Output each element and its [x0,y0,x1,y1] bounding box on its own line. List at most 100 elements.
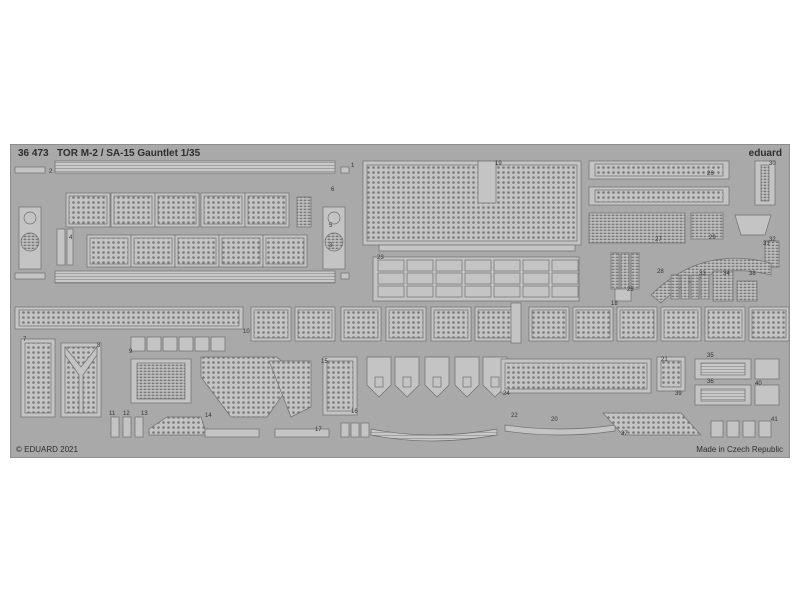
etched-part [14,272,46,280]
etched-part [157,195,197,225]
etched-part [670,274,680,300]
part-number-7: 7 [23,337,27,343]
etched-part [326,360,354,412]
part-number-16: 16 [351,409,358,415]
part-number-40: 40 [755,381,762,387]
etched-part [610,252,620,290]
etched-part [630,252,640,290]
kit-title: TOR M-2 / SA-15 Gauntlet 1/35 [57,148,201,159]
etched-part [754,384,780,406]
etched-part [619,309,655,339]
part-number-11: 11 [109,411,116,417]
etched-part [366,164,578,242]
etched-part [462,376,472,388]
part-number-25: 25 [627,287,634,293]
etched-part [594,189,724,203]
part-number-29: 29 [709,235,716,241]
part-number-18: 18 [611,301,618,307]
part-number-32: 32 [769,237,776,243]
etched-part [477,160,497,204]
etched-part [435,285,463,298]
etched-part [754,358,780,380]
part-number-38: 38 [749,271,756,277]
etched-part [551,259,579,272]
etched-part [268,360,312,418]
etched-part [274,428,330,438]
etched-part [493,259,521,272]
etched-part [406,259,434,272]
part-number-5: 5 [329,223,333,229]
etched-part [435,259,463,272]
part-number-20: 20 [551,417,558,423]
etched-part [377,272,405,285]
etched-part [247,195,287,225]
etched-part [133,237,173,265]
etched-part [54,270,336,284]
etched-part [178,336,194,352]
etched-part [734,214,772,236]
etched-part [406,285,434,298]
part-number-37: 37 [621,431,628,437]
etched-part [531,309,567,339]
etched-part [464,272,492,285]
part-number-21: 21 [661,357,668,363]
copyright-text: © EDUARD 2021 [16,445,78,454]
part-number-9: 9 [129,349,133,355]
etched-part [522,285,550,298]
etched-part [712,270,734,302]
etched-part [406,272,434,285]
etched-part [700,388,746,402]
part-number-1: 1 [351,163,355,169]
part-number-12: 12 [123,411,130,417]
curved-strip [370,428,498,442]
etched-part [660,360,682,388]
etched-part [388,309,424,339]
part-number-19: 19 [495,161,502,167]
etched-part [710,420,724,438]
part-number-39: 39 [675,391,682,397]
etched-part [490,376,500,388]
part-number-34: 34 [723,271,730,277]
part-number-2: 2 [49,169,53,175]
etched-part [210,336,226,352]
etched-part [14,166,46,174]
etched-part [340,272,350,280]
etched-part [742,420,756,438]
etched-part [493,272,521,285]
etched-part [435,272,463,285]
part-number-30: 30 [769,161,776,167]
etched-part [113,195,153,225]
lens-grille [20,232,40,252]
part-number-4: 4 [69,235,73,241]
etched-part [66,228,74,266]
part-number-27: 27 [655,237,662,243]
etched-part [64,346,98,414]
part-number-35: 35 [707,353,714,359]
etched-part [378,244,576,252]
etched-part [614,288,632,302]
etched-part [522,272,550,285]
part-number-36: 36 [707,379,714,385]
etched-part [690,212,724,240]
etched-part [760,164,770,202]
etched-part [89,237,129,265]
etched-part [575,309,611,339]
etched-part [297,309,333,339]
etched-part [377,259,405,272]
etched-part [162,336,178,352]
part-number-26: 26 [707,171,714,177]
etched-part [504,362,648,390]
part-number-17: 17 [315,427,322,433]
etched-part [588,212,686,244]
etched-part [522,259,550,272]
etched-part [377,285,405,298]
etched-part [54,160,336,174]
part-number-14: 14 [205,413,212,419]
etched-part [350,422,360,438]
part-number-41: 41 [771,417,778,423]
part-number-31: 31 [763,241,770,247]
etched-part [464,285,492,298]
etched-part [758,420,772,438]
curved-strip [504,424,616,436]
